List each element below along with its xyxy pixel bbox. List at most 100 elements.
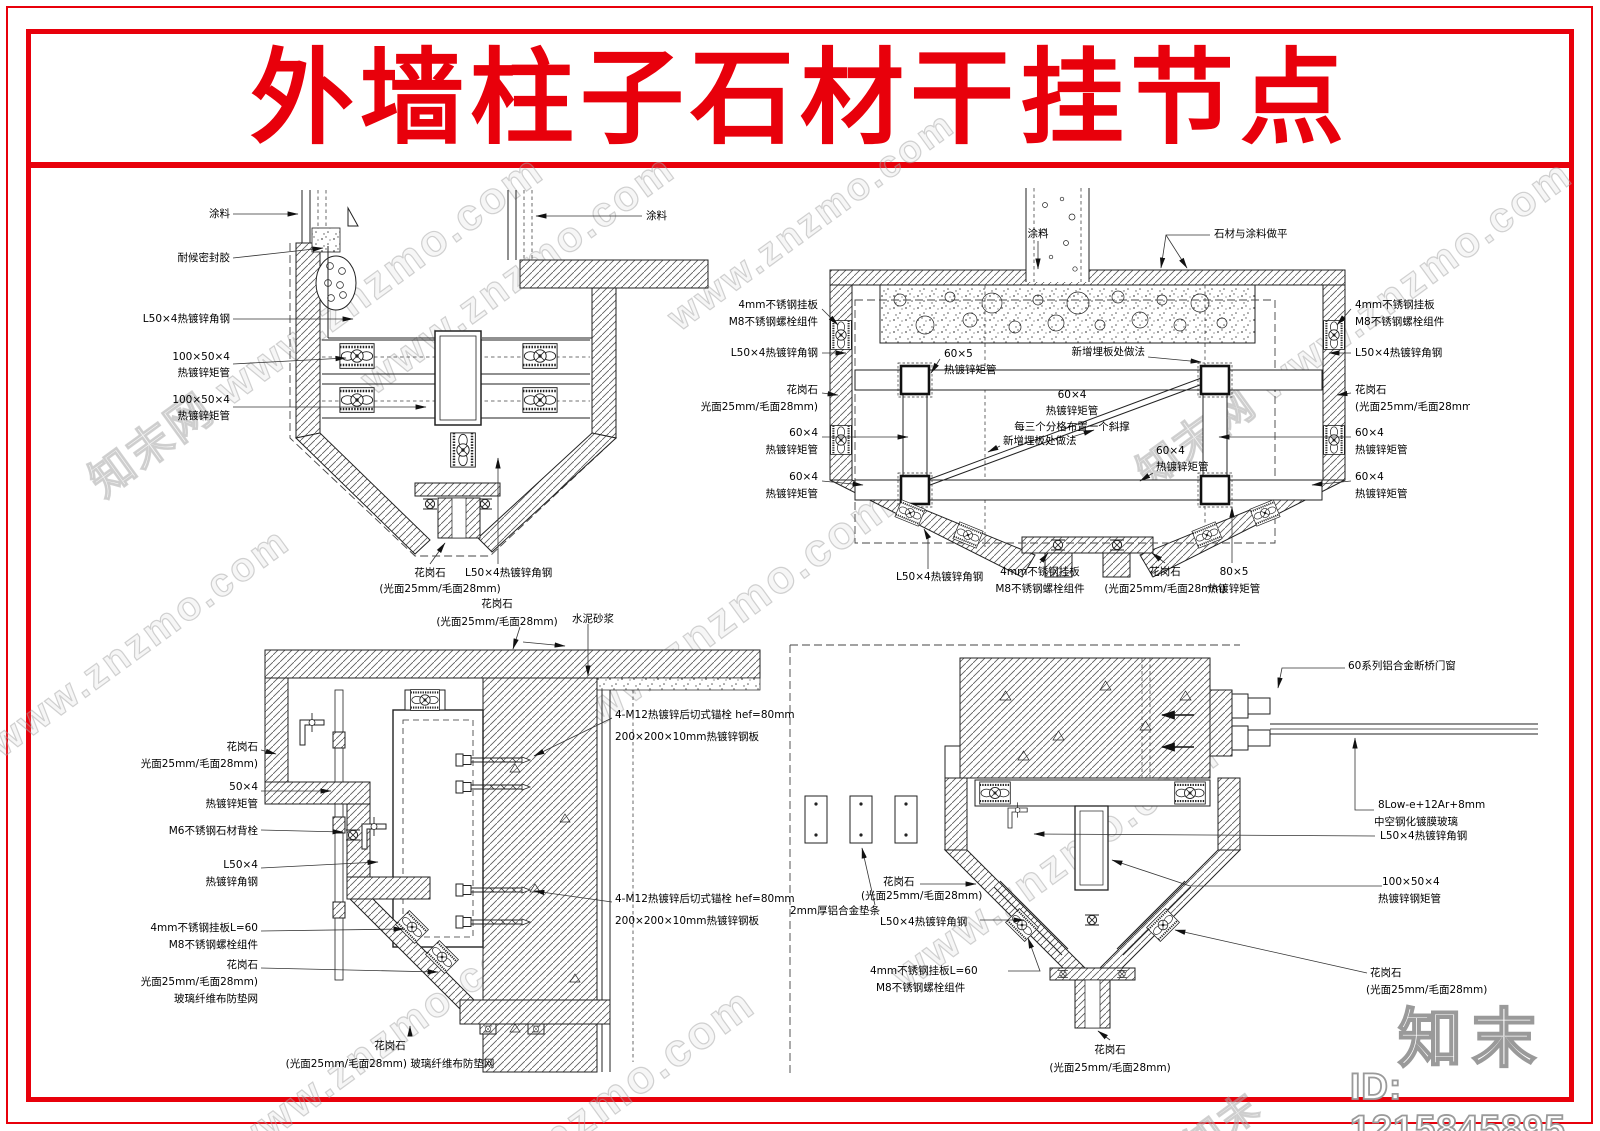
title-divider — [26, 162, 1574, 168]
label-tube-left-2: 60×4 — [789, 471, 818, 483]
label-glass: 8Low-e+12Ar+8mm — [1378, 799, 1485, 811]
label-tube-right-1-spec: 热镀锌矩管 — [1355, 443, 1408, 456]
label-granite-bottom: 花岗石 — [1094, 1043, 1126, 1056]
image-id: ID: 1215845895 — [1349, 1065, 1566, 1131]
embed-plate-tube — [392, 688, 484, 948]
label-tube50-spec: 热镀锌矩管 — [206, 797, 259, 810]
top-stone-slab — [264, 649, 761, 679]
label-angle-right: L50×4热镀锌角钢 — [1380, 829, 1467, 842]
label-embed-note-1: 新增埋板处做法 — [1072, 345, 1146, 358]
label-tube-right-2: 60×4 — [1355, 471, 1384, 483]
label-plate-right: 4mm不锈钢挂板 — [1355, 298, 1435, 311]
label-plate-right-bolt: M8不锈钢螺栓组件 — [1355, 315, 1444, 328]
sheet-border-inner — [26, 29, 1574, 1102]
label-granite-right-spec: (光面25mm/毛面28mm) — [1355, 400, 1470, 413]
embed-outline-dashed — [854, 299, 1276, 544]
label-granite-top: 花岗石 — [481, 597, 513, 610]
leader-lines — [821, 234, 1352, 569]
label-plate: 4mm不锈钢挂板L=60 — [870, 964, 978, 977]
label-brace: 60×4 — [1058, 389, 1087, 401]
label-paint-right: 涂料 — [646, 209, 667, 222]
detail-top-left: 涂料 耐候密封胶 L50×4热镀锌角钢 100×50×4 热镀锌矩管 100×5… — [143, 190, 709, 595]
label-plate-bolt: M8不锈钢螺栓组件 — [169, 938, 258, 951]
label-tube65: 60×5 — [944, 348, 973, 360]
leader-lines — [260, 624, 613, 1037]
label-mortar: 水泥砂浆 — [572, 612, 614, 625]
labels: 涂料 耐候密封胶 L50×4热镀锌角钢 100×50×4 热镀锌矩管 100×5… — [143, 207, 668, 595]
label-anchor2-plate: 200×200×10mm热镀锌钢板 — [615, 914, 759, 927]
stone-outline-dashed — [289, 243, 708, 557]
label-tube85-spec: 热镀锌矩管 — [1208, 582, 1261, 595]
label-anchor1: 4-M12热镀锌后切式锚栓 hef=80mm — [615, 708, 795, 721]
label-tube1-spec: 热镀锌矩管 — [178, 366, 231, 379]
label-tube1: 100×50×4 — [172, 351, 230, 363]
bottom-stone — [414, 482, 501, 539]
label-granite-left: 花岗石 — [227, 740, 259, 753]
label-angle-bottom: L50×4热镀锌角钢 — [896, 570, 983, 583]
label-angle-left: L50×4热镀锌角钢 — [880, 915, 967, 928]
detail-bottom-right: 60系列铝合金断桥门窗 8Low-e+12Ar+8mm 中空钢化镀膜玻璃 L50… — [789, 644, 1538, 1075]
label-angle-bottom: L50×4热镀锌角钢 — [465, 566, 552, 579]
label-granite-left2: 花岗石 — [227, 958, 259, 971]
labels: 4mm不锈钢挂板 M8不锈钢螺栓组件 L50×4热镀锌角钢 花岗石 (光面25m… — [700, 227, 1470, 595]
label-tube-right-1: 60×4 — [1355, 427, 1384, 439]
label-tube50: 50×4 — [229, 781, 258, 793]
labels: 60系列铝合金断桥门窗 8Low-e+12Ar+8mm 中空钢化镀膜玻璃 L50… — [790, 659, 1487, 1074]
label-tube2-spec: 热镀锌矩管 — [178, 409, 231, 422]
label-sealant: 耐候密封胶 — [178, 251, 231, 264]
label-angle: L50×4 — [223, 859, 258, 871]
label-granite-right-spec: (光面25mm/毛面28mm) — [1366, 983, 1487, 996]
label-embed-note-2: 新增埋板处做法 — [1003, 434, 1077, 447]
label-plate-bottom-bolt: M8不锈钢螺栓组件 — [995, 582, 1084, 595]
label-alu-strip: 2mm厚铝合金垫条 — [790, 904, 881, 917]
label-granite-bottom-spec: (光面25mm/毛面28mm) — [1104, 582, 1225, 595]
label-granite-left-spec: (光面25mm/毛面28mm) — [700, 400, 818, 413]
leader-lines — [232, 211, 642, 565]
label-tube65-spec: 热镀锌矩管 — [944, 363, 997, 376]
brand-logo: 知末 — [1397, 1002, 1546, 1076]
aluminium-strips — [804, 795, 918, 844]
label-granite-left-spec: (光面25mm/毛面28mm) — [861, 889, 982, 902]
label-plate-left: 4mm不锈钢挂板 — [738, 298, 818, 311]
label-granite-left: 花岗石 — [883, 875, 915, 888]
label-tube-mid: 60×4 — [1156, 445, 1185, 457]
slope-arrow — [522, 641, 566, 648]
label-tube-right-2-spec: 热镀锌矩管 — [1355, 487, 1408, 500]
concrete-column — [1025, 188, 1090, 282]
label-angle-spec: 热镀锌角钢 — [206, 875, 259, 888]
label-tube2: 100×50×4 — [172, 394, 230, 406]
label-backbolt: M6不锈钢石材背栓 — [169, 824, 259, 837]
label-angle-right: L50×4热镀锌角钢 — [1355, 346, 1442, 359]
label-anchor1-plate: 200×200×10mm热镀锌钢板 — [615, 730, 759, 743]
label-plate-bottom: 4mm不锈钢挂板 — [1000, 565, 1080, 578]
label-brace-note: 每三个分格布置一个斜撑 — [1014, 420, 1130, 433]
label-tube-left-1: 60×4 — [789, 427, 818, 439]
label-tube-spec: 热镀锌钢矩管 — [1378, 892, 1441, 905]
label-angle-steel: L50×4热镀锌角钢 — [143, 312, 230, 325]
label-paint-left: 涂料 — [209, 207, 230, 220]
label-granite-left2-spec: (光面25mm/毛面28mm) — [140, 975, 258, 988]
walls — [301, 190, 533, 260]
label-paint-top: 涂料 — [1028, 227, 1050, 240]
page-title: 外墙柱子石材干挂节点 — [249, 41, 1350, 157]
label-granite: 花岗石 — [414, 566, 446, 579]
label-granite-bottom-spec: (光面25mm/毛面28mm) — [1049, 1061, 1170, 1074]
label-plate-left-bolt: M8不锈钢螺栓组件 — [729, 315, 818, 328]
outline-dashed — [789, 644, 1240, 1075]
stone-cladding — [294, 242, 709, 555]
label-granite-right: 花岗石 — [1355, 383, 1387, 396]
label-glass-spec: 中空钢化镀膜玻璃 — [1374, 815, 1458, 828]
label-flush-note: 石材与涂料做平 — [1214, 227, 1288, 240]
mortar-bed — [594, 677, 761, 691]
steel-tube — [434, 330, 482, 426]
steel-frame — [854, 361, 1323, 509]
window-frame — [1160, 689, 1538, 757]
label-granite-top-spec: (光面25mm/毛面28mm) — [436, 615, 557, 628]
label-tube: 100×50×4 — [1382, 876, 1440, 888]
joint-rail — [332, 689, 346, 981]
label-tube85: 80×5 — [1220, 566, 1249, 578]
label-tube-mid-spec: 热镀锌矩管 — [1156, 460, 1209, 473]
label-granite-spec: (光面25mm/毛面28mm) — [379, 582, 500, 595]
label-angle-left: L50×4热镀锌角钢 — [731, 346, 818, 359]
